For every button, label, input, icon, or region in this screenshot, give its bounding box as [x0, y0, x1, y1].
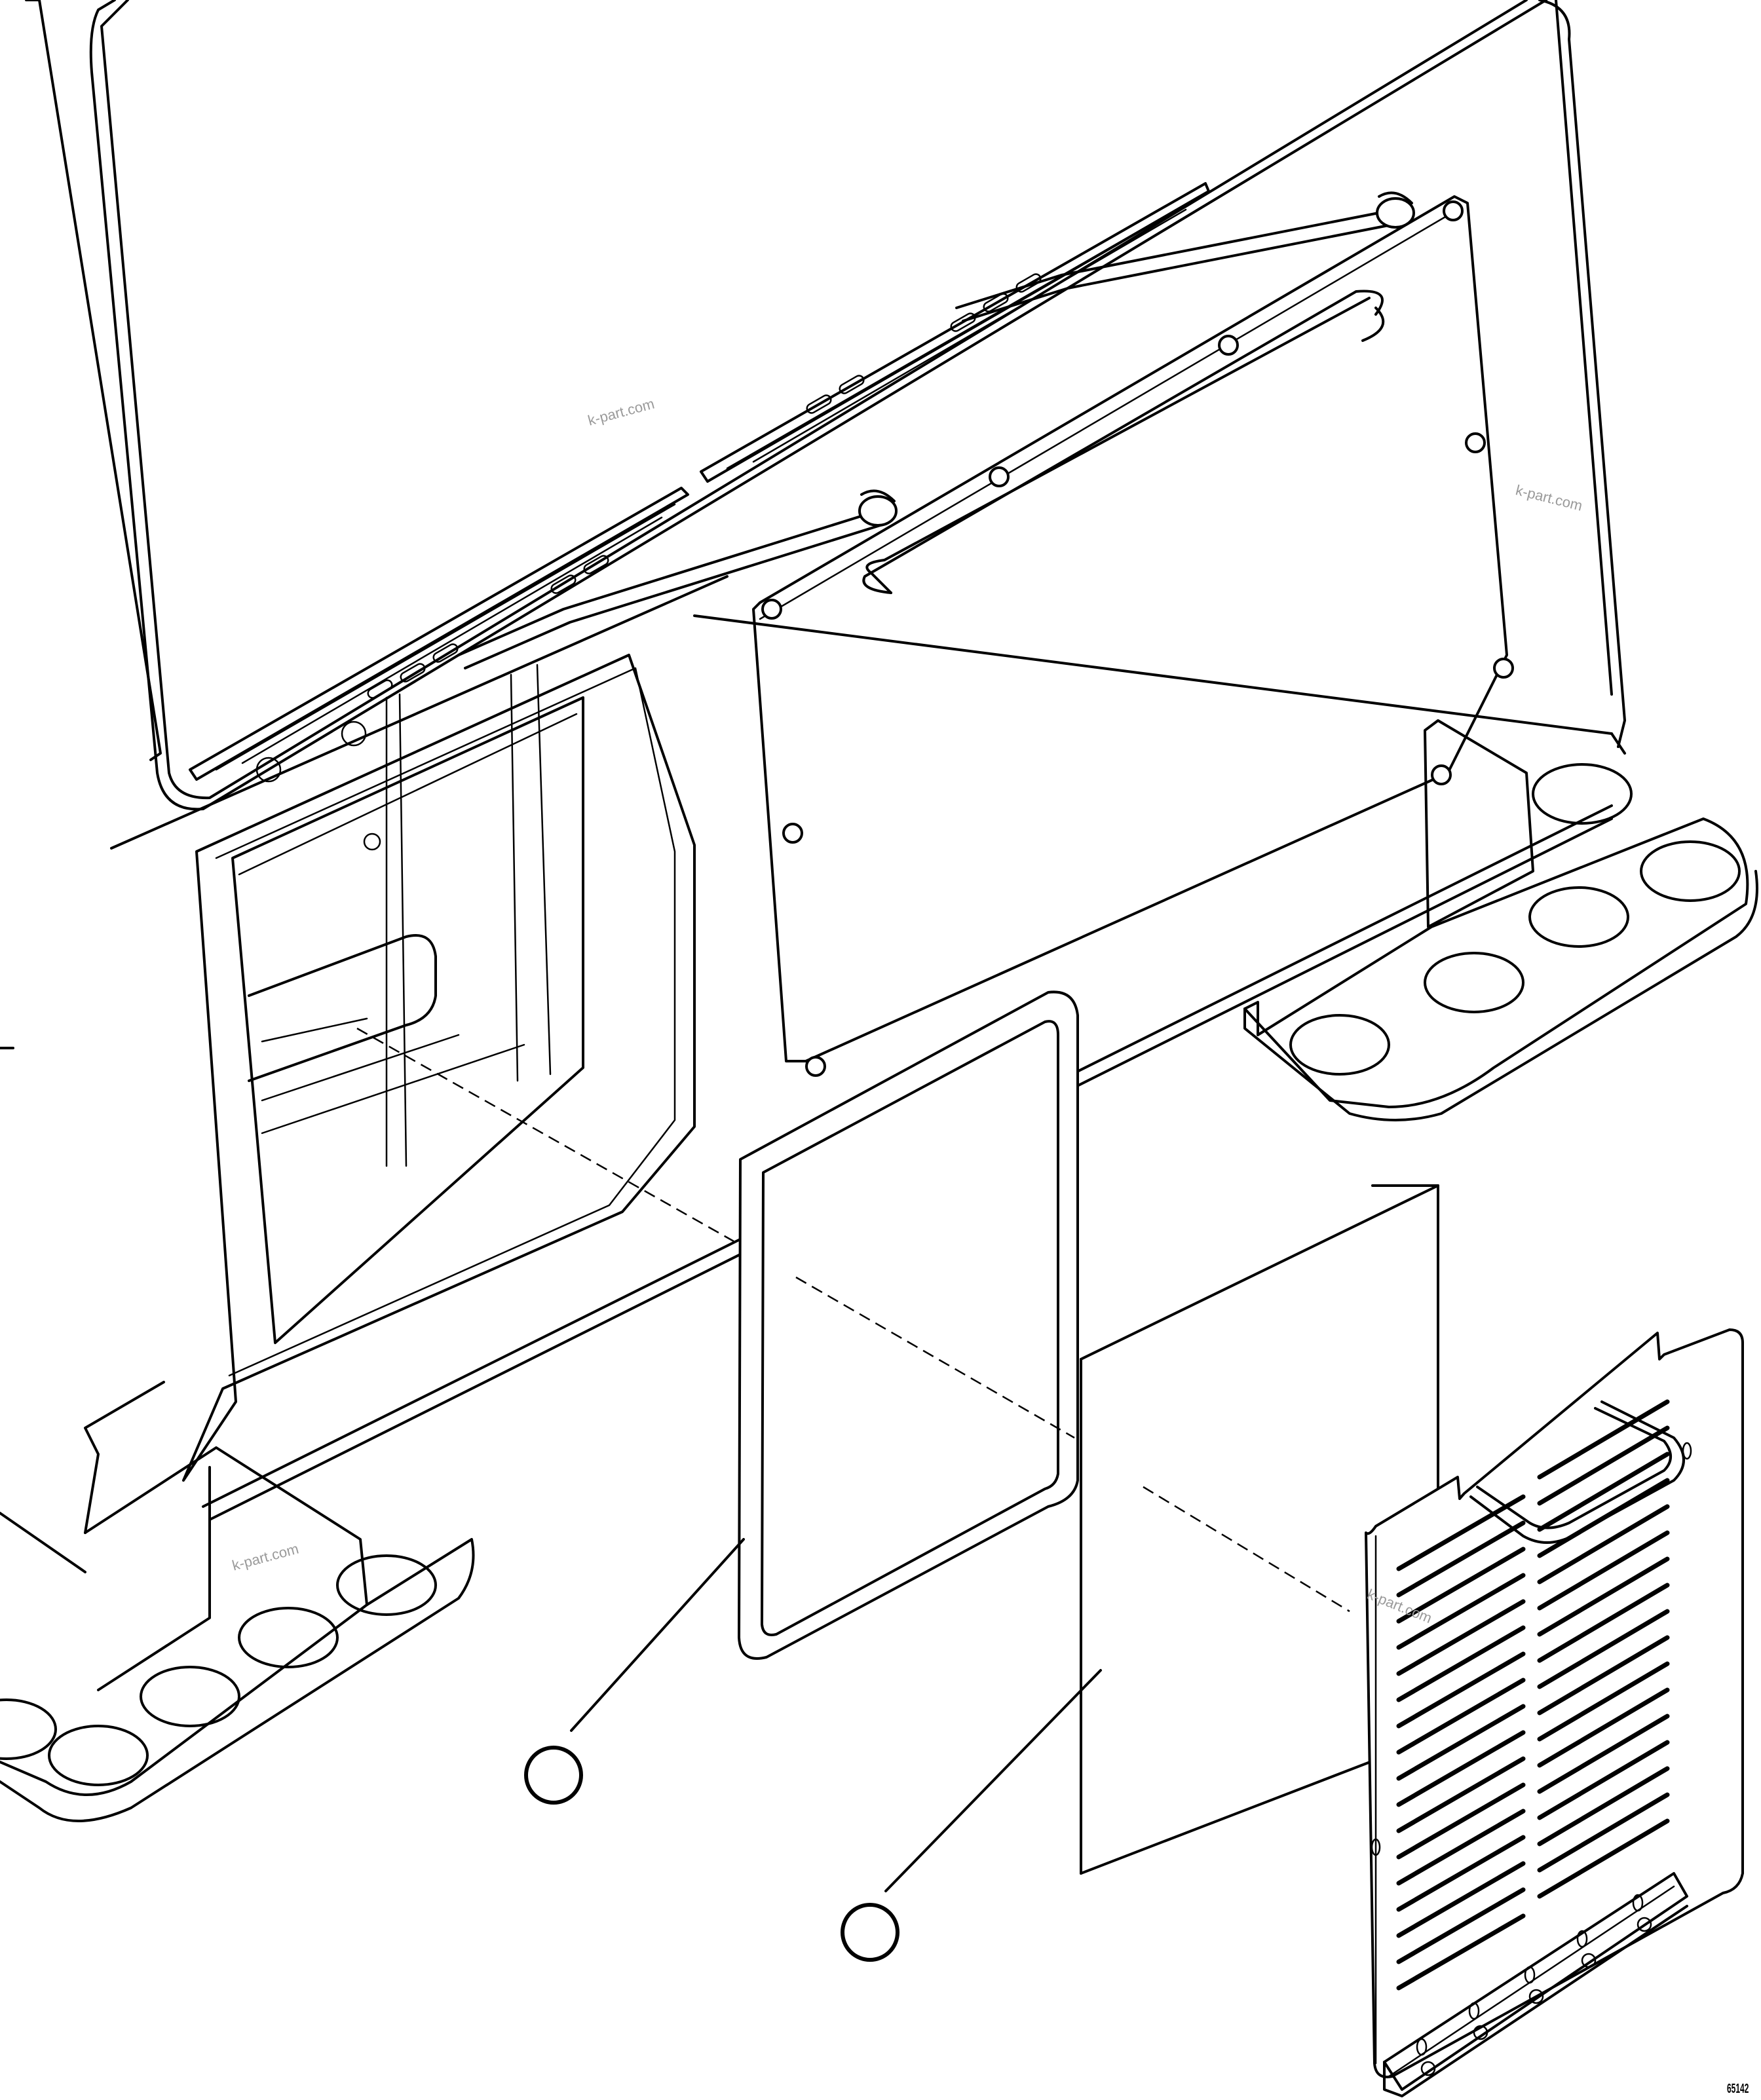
callout-balloon-gasket: [524, 1746, 583, 1805]
gasket-frame: [738, 990, 1079, 1660]
step-hole-icon: [0, 1554, 437, 1786]
piano-hinge: [1383, 1872, 1688, 2097]
access-panel: [752, 195, 1514, 1077]
bolt-icon: [761, 200, 1514, 1077]
figure-number: 65142: [1727, 2082, 1749, 2096]
wiper-arm-left: [457, 489, 898, 669]
step-left: [0, 1446, 475, 1822]
step-right: [1243, 719, 1758, 1121]
wiper-blade-left: [189, 487, 689, 781]
grab-handle: [862, 290, 1385, 594]
grille-handle: [1469, 1400, 1685, 1544]
wiper-blade-right: [700, 182, 1210, 483]
callout-balloon-filter: [841, 1903, 899, 1962]
callout-leader: [570, 1538, 1102, 1892]
step-hole-icon: [1289, 763, 1741, 1076]
louver-slots: [1396, 1399, 1670, 1991]
filter-recess: [182, 654, 696, 1482]
wiper-arm-right: [955, 191, 1415, 322]
assembly-centerline: [356, 1027, 1350, 1613]
